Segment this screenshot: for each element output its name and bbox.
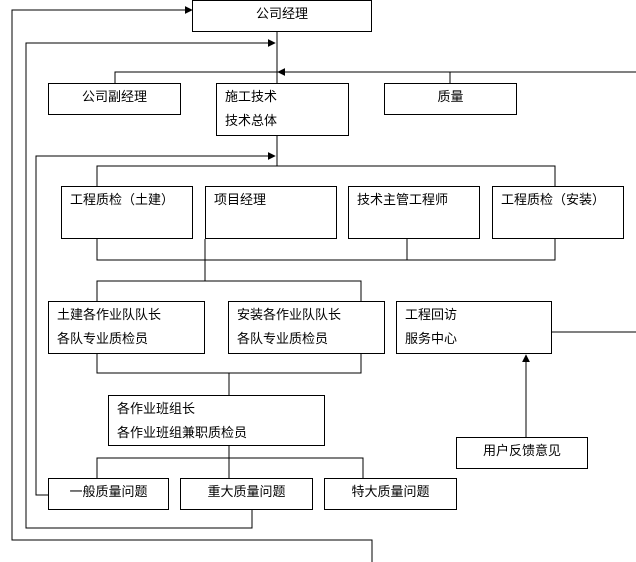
project-manager-box: 项目经理 [205, 186, 337, 239]
critical-issue-box: 特大质量问题 [324, 478, 457, 510]
revisit-service-box: 工程回访 服务中心 [396, 301, 552, 354]
chief-engineer-box: 技术主管工程师 [348, 186, 480, 239]
vice-manager-box: 公司副经理 [48, 83, 181, 115]
general-issue-box: 一般质量问题 [48, 478, 169, 510]
qc-civil-box: 工程质检（土建） [61, 186, 193, 239]
general-issue-label: 一般质量问题 [69, 485, 148, 500]
revisit-label-1: 工程回访 [405, 308, 458, 323]
bus-level3-bottom [96, 354, 362, 374]
squad-label-1: 各作业班组长 [117, 402, 196, 417]
loop-second [25, 39, 276, 529]
qc-civil-label: 工程质检（土建） [70, 193, 175, 208]
bus-level1 [114, 71, 451, 83]
quality-label: 质量 [437, 90, 464, 105]
loop-outer [11, 6, 373, 562]
bus-level3 [96, 280, 362, 301]
qc-install-label: 工程质检（安装） [501, 193, 606, 208]
install-team-label-2: 各队专业质检员 [237, 332, 329, 347]
civil-team-box: 土建各作业队队长 各队专业质检员 [48, 301, 205, 354]
company-manager-box: 公司经理 [192, 0, 372, 32]
user-feedback-label: 用户反馈意见 [482, 444, 561, 459]
vice-manager-label: 公司副经理 [81, 90, 147, 105]
civil-team-label-2: 各队专业质检员 [57, 332, 149, 347]
company-manager-label: 公司经理 [255, 7, 308, 22]
install-team-box: 安装各作业队队长 各队专业质检员 [228, 301, 385, 354]
bus-level2 [96, 165, 556, 186]
revisit-label-2: 服务中心 [405, 332, 458, 347]
project-manager-label: 项目经理 [214, 193, 267, 208]
quality-box: 质量 [384, 83, 517, 115]
user-feedback-box: 用户反馈意见 [456, 437, 588, 469]
civil-team-label-1: 土建各作业队队长 [57, 308, 162, 323]
critical-issue-label: 特大质量问题 [351, 485, 430, 500]
bus-level2-bottom [96, 239, 556, 261]
tech-label-2: 技术总体 [225, 114, 278, 129]
install-team-label-1: 安装各作业队队长 [237, 308, 342, 323]
squad-leader-box: 各作业班组长 各作业班组兼职质检员 [108, 395, 325, 446]
major-issue-box: 重大质量问题 [180, 478, 313, 510]
major-issue-label: 重大质量问题 [207, 485, 286, 500]
tech-box: 施工技术 技术总体 [216, 83, 349, 136]
chief-engineer-label: 技术主管工程师 [357, 193, 449, 208]
squad-label-2: 各作业班组兼职质检员 [117, 426, 248, 441]
qc-install-box: 工程质检（安装） [492, 186, 624, 239]
tech-label-1: 施工技术 [225, 90, 278, 105]
bus-issues [96, 457, 364, 478]
loop-third [35, 152, 276, 496]
